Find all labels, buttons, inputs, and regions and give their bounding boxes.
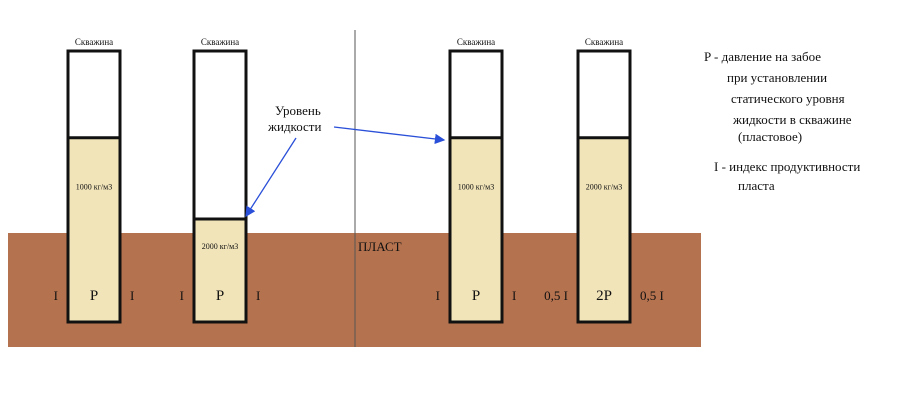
well-2-title: Скважина <box>201 37 239 47</box>
well-1-density: 1000 кг/м3 <box>76 183 112 192</box>
level-label-line-1: Уровень <box>275 103 321 118</box>
legend-p-line-5: (пластовое) <box>738 129 802 144</box>
legend-p-line-3: статического уровня <box>731 91 845 106</box>
legend-i-line-1: I - индекс продуктивности <box>714 159 860 174</box>
well-2-left-index: I <box>180 288 184 303</box>
well-4-right-index: 0,5 I <box>640 288 664 303</box>
legend-p-line-2: при установлении <box>727 70 827 85</box>
well-4-left-index: 0,5 I <box>544 288 568 303</box>
well-4-pressure: 2P <box>596 288 612 304</box>
level-arrow-left <box>245 137 297 218</box>
well-1-walls <box>66 49 122 324</box>
well-3-density: 1000 кг/м3 <box>458 183 494 192</box>
well-2-walls <box>192 49 248 324</box>
well-3-walls <box>448 49 504 324</box>
well-1-left-index: I <box>54 288 58 303</box>
well-4-title: Скважина <box>585 37 623 47</box>
well-2-right-index: I <box>256 288 260 303</box>
well-1-liquid <box>68 137 120 322</box>
well-3-liquid <box>450 137 502 322</box>
well-4-liquid <box>578 137 630 322</box>
well-1-title: Скважина <box>75 37 113 47</box>
legend: P - давление на забое при установлении с… <box>704 49 860 193</box>
level-label-line-2: жидкости <box>267 119 321 134</box>
well-3-right-index: I <box>512 288 516 303</box>
well-3-pressure: P <box>472 288 480 304</box>
well-1-right-index: I <box>130 288 134 303</box>
wells-group: Скважина 1000 кг/м3P I I Скважина 2000 кг/м3P… <box>54 37 664 324</box>
legend-i-line-2: пласта <box>738 178 775 193</box>
well-1-pressure: P <box>90 288 98 304</box>
level-arrow-right <box>333 126 446 145</box>
legend-p-line-1: P - давление на забое <box>704 49 821 64</box>
formation-label: ПЛАСТ <box>358 239 402 254</box>
well-2-density: 2000 кг/м3 <box>202 242 238 251</box>
well-4-density: 2000 кг/м3 <box>586 183 622 192</box>
well-2-liquid <box>194 219 246 322</box>
well-2-pressure: P <box>216 288 224 304</box>
legend-p-line-4: жидкости в скважине <box>732 112 852 127</box>
well-4-walls <box>576 49 632 324</box>
well-3-title: Скважина <box>457 37 495 47</box>
well-3-left-index: I <box>436 288 440 303</box>
